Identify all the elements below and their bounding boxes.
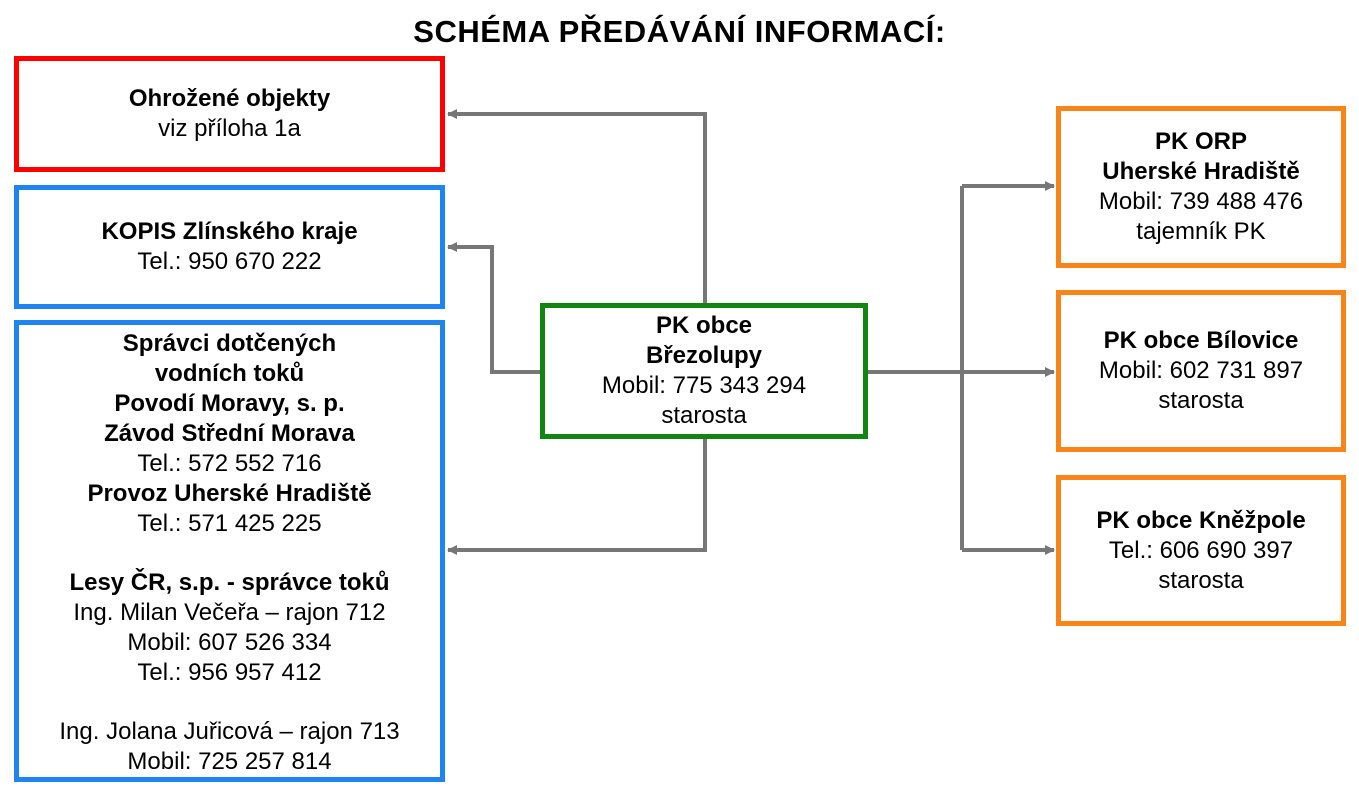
center-role: starosta xyxy=(661,402,747,429)
water-managers-plant-phone: Tel.: 572 552 716 xyxy=(137,450,322,477)
knezpole-phone: Tel.: 606 690 397 xyxy=(1108,536,1294,564)
forests-person-2: Ing. Jolana Juřicová – rajon 713 xyxy=(59,718,400,745)
arrow-to-threatened xyxy=(447,109,707,303)
forests-person-1: Ing. Milan Večeřa – rajon 712 xyxy=(73,599,386,626)
orp-mobile: Mobil: 739 488 476 xyxy=(1098,188,1304,215)
bilovice-mobile: Mobil: 602 731 897 xyxy=(1098,357,1304,384)
orp-role: tajemník PK xyxy=(1136,218,1266,245)
threatened-objects-box: Ohrožené objekty viz příloha 1a xyxy=(14,56,445,172)
orp-name-2: Uherské Hradiště xyxy=(1102,158,1300,185)
threatened-objects-name: Ohrožené objekty xyxy=(128,85,331,112)
orp-box: PK ORP Uherské Hradiště Mobil: 739 488 4… xyxy=(1056,106,1346,268)
forests-person-2-mobile: Mobil: 725 257 814 xyxy=(127,748,332,775)
water-managers-heading-1: Správci dotčených xyxy=(122,330,337,357)
water-managers-org: Povodí Moravy, s. p. xyxy=(114,390,345,417)
forests-person-1-mobile: Mobil: 607 526 334 xyxy=(127,629,332,656)
water-managers-heading-2: vodních toků xyxy=(154,360,305,387)
kopis-box: KOPIS Zlínského kraje Tel.: 950 670 222 xyxy=(14,185,445,309)
knezpole-box: PK obce Kněžpole Tel.: 606 690 397 staro… xyxy=(1056,475,1346,626)
water-managers-branch: Provoz Uherské Hradiště xyxy=(87,480,372,507)
threatened-objects-detail: viz příloha 1a xyxy=(158,115,301,142)
center-mobile: Mobil: 775 343 294 xyxy=(601,372,807,399)
orp-name-1: PK ORP xyxy=(1154,128,1247,155)
water-managers-branch-phone: Tel.: 571 425 225 xyxy=(137,510,322,537)
arrow-to-kopis xyxy=(447,242,540,374)
knezpole-name: PK obce Kněžpole xyxy=(1096,506,1306,534)
water-managers-plant: Závod Střední Morava xyxy=(104,420,355,447)
bilovice-name: PK obce Bílovice xyxy=(1103,327,1299,354)
center-municipality-box: PK obce Březolupy Mobil: 775 343 294 sta… xyxy=(540,303,868,439)
diagram-title: SCHÉMA PŘEDÁVÁNÍ INFORMACÍ: xyxy=(413,14,946,49)
kopis-name: KOPIS Zlínského kraje xyxy=(101,218,358,245)
arrow-to-water-managers xyxy=(447,439,707,555)
bilovice-box: PK obce Bílovice Mobil: 602 731 897 star… xyxy=(1056,290,1346,452)
bilovice-role: starosta xyxy=(1158,387,1244,414)
water-managers-box: Správci dotčených vodních toků Povodí Mo… xyxy=(14,320,445,782)
forests-person-1-phone: Tel.: 956 957 412 xyxy=(137,659,322,686)
center-name-1: PK obce xyxy=(655,312,753,339)
kopis-phone: Tel.: 950 670 222 xyxy=(137,248,322,275)
knezpole-role: starosta xyxy=(1158,566,1244,594)
center-name-2: Březolupy xyxy=(645,342,762,369)
forests-heading: Lesy ČR, s.p. - správce toků xyxy=(69,569,390,596)
